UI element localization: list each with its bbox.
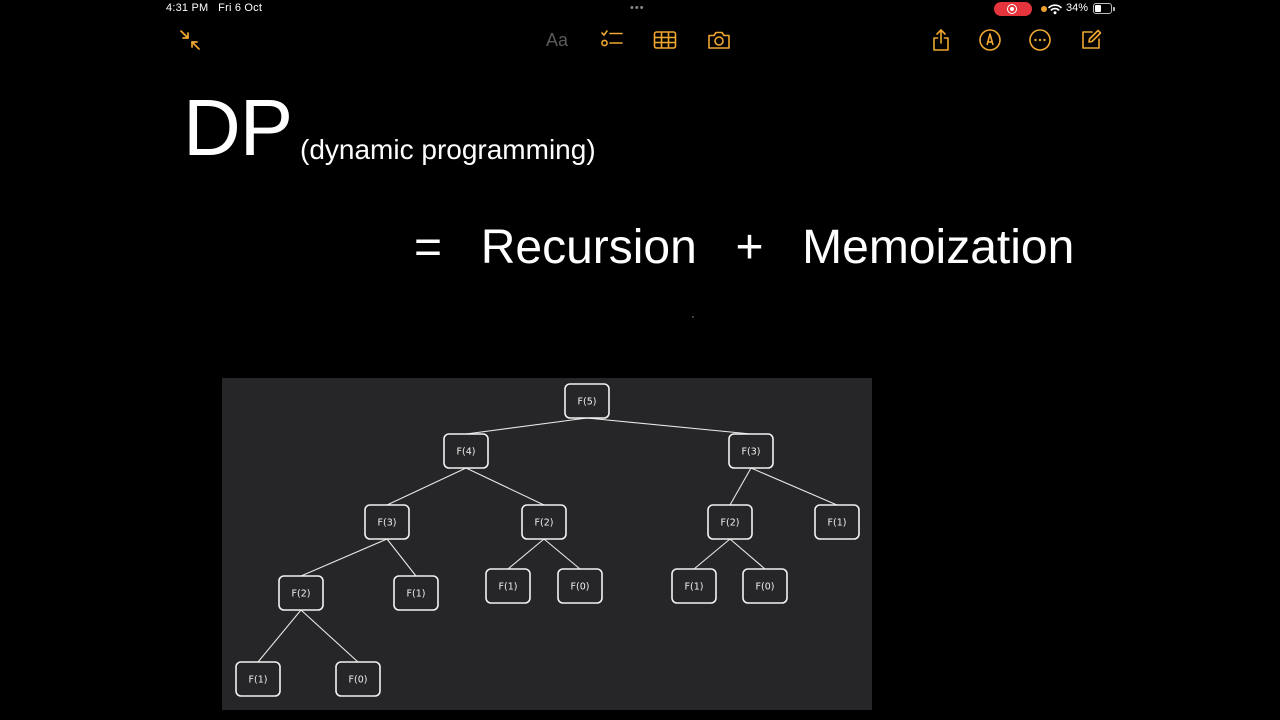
tree-node: F(0) (335, 661, 381, 697)
tree-node: F(0) (742, 568, 788, 604)
tree-node-label: F(1) (407, 589, 426, 600)
tree-node-label: F(2) (535, 518, 554, 529)
tree-node-label: F(2) (721, 518, 740, 529)
tree-node-box (728, 433, 774, 469)
tree-node-box (814, 504, 860, 540)
tree-node: F(3) (364, 504, 410, 540)
tree-edge (300, 538, 388, 577)
table-icon (653, 31, 677, 49)
battery-percent: 34% (1066, 2, 1089, 14)
battery-icon (1093, 3, 1115, 14)
tree-edge (257, 609, 302, 663)
recursion-tree-image[interactable]: F(5) F(4) F(3) F(3) F(2) F(2) F(1) F(2) F(1) F(1)… (222, 378, 872, 710)
checklist-button[interactable] (600, 28, 624, 52)
tree-edge (543, 538, 581, 570)
share-icon (933, 29, 949, 51)
camera-icon (708, 31, 730, 49)
tree-node-label: F(3) (742, 447, 761, 458)
mic-in-use-dot (1041, 6, 1047, 12)
tree-node-label: F(2) (292, 589, 311, 600)
tree-node-label: F(0) (349, 675, 368, 686)
arrows-collapse-icon (180, 30, 200, 50)
tree-node: F(0) (557, 568, 603, 604)
tree-node-box (364, 504, 410, 540)
tree-node-box (557, 568, 603, 604)
tree-node: F(4) (443, 433, 489, 469)
tree-node: F(2) (278, 575, 324, 611)
ellipsis-circle-icon (1029, 29, 1051, 51)
camera-button[interactable] (707, 28, 731, 52)
time-text: 4:31 PM (166, 2, 209, 14)
compose-button[interactable] (1079, 28, 1103, 52)
tree-node: F(1) (814, 504, 860, 540)
screen-recording-indicator[interactable] (994, 2, 1032, 16)
status-time: 4:31 PM Fri 6 Oct (166, 2, 262, 14)
tree-edge (300, 609, 359, 663)
wifi-icon (1048, 4, 1062, 15)
tree-edge (729, 538, 766, 570)
tree-edge (465, 417, 588, 435)
format-text-button[interactable]: Aa (546, 30, 569, 50)
tree-node: F(1) (671, 568, 717, 604)
note-heading[interactable]: DP (183, 83, 293, 172)
multitasking-dots[interactable]: ••• (630, 2, 645, 14)
tree-node-label: F(1) (828, 518, 847, 529)
tree-edge (507, 538, 545, 570)
markup-button[interactable] (978, 28, 1002, 52)
tree-node-box (742, 568, 788, 604)
tree-node: F(2) (521, 504, 567, 540)
tree-edge (386, 467, 467, 506)
tree-edge (465, 467, 545, 506)
record-icon (1007, 4, 1017, 14)
tree-node-box (707, 504, 753, 540)
tree-edge (386, 538, 417, 577)
tree-node: F(2) (707, 504, 753, 540)
compose-icon (1082, 29, 1102, 49)
note-equation[interactable]: = Recursion + Memoization (414, 221, 1075, 274)
tree-node-box (443, 433, 489, 469)
tree-edge (750, 467, 838, 506)
tree-node-label: F(4) (457, 447, 476, 458)
date-text: Fri 6 Oct (218, 2, 263, 14)
tree-node-label: F(1) (685, 582, 704, 593)
tree-node-box (521, 504, 567, 540)
tree-edge (729, 467, 752, 506)
recursion-tree-diagram: F(5) F(4) F(3) F(3) F(2) F(2) F(1) F(2) F(1) F(1)… (235, 383, 860, 697)
share-button[interactable] (929, 28, 953, 52)
tree-node: F(1) (393, 575, 439, 611)
tree-node-box (393, 575, 439, 611)
checklist-icon (601, 30, 623, 47)
tree-node-label: F(1) (249, 675, 268, 686)
tree-node-box (278, 575, 324, 611)
tree-node-label: F(3) (378, 518, 397, 529)
tree-node-box (564, 383, 610, 419)
more-button[interactable] (1028, 28, 1052, 52)
tree-node-label: F(0) (571, 582, 590, 593)
status-bar: 4:31 PM Fri 6 Oct ••• 34% (0, 0, 1280, 18)
tree-node-label: F(5) (578, 397, 597, 408)
tree-node: F(1) (235, 661, 281, 697)
tree-node: F(5) (564, 383, 610, 419)
tree-edge (586, 417, 752, 435)
table-button[interactable] (653, 28, 677, 52)
tree-node-box (485, 568, 531, 604)
pen-markup-icon (979, 29, 1001, 51)
stray-ink-dot (692, 316, 694, 318)
tree-node-label: F(0) (756, 582, 775, 593)
tree-node-box (671, 568, 717, 604)
tree-node: F(3) (728, 433, 774, 469)
tree-node-label: F(1) (499, 582, 518, 593)
tree-node: F(1) (485, 568, 531, 604)
collapse-button[interactable] (178, 28, 202, 52)
tree-node-box (235, 661, 281, 697)
tree-node-box (335, 661, 381, 697)
tree-edge (693, 538, 731, 570)
note-subheading[interactable]: (dynamic programming) (300, 134, 596, 165)
